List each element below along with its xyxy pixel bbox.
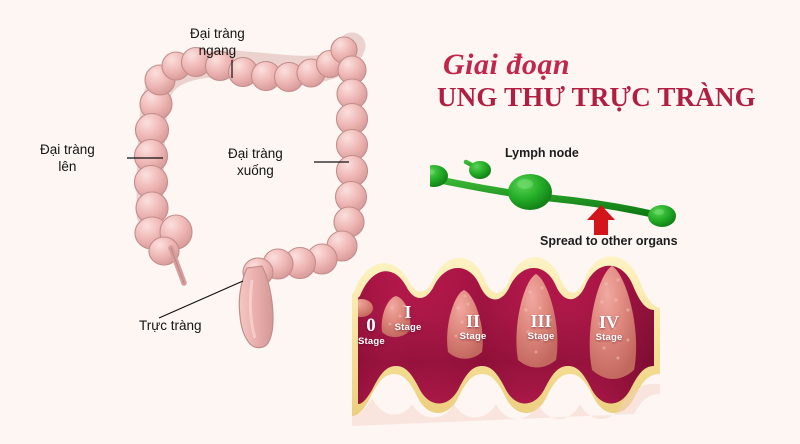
stage-word-1: Stage [394, 322, 422, 333]
tumor-stage-4 [589, 266, 637, 379]
tumor-group [358, 266, 637, 379]
stage-word-3: Stage [527, 331, 555, 342]
stage-roman-4: IV [598, 312, 619, 332]
title-script-line: Giai đoạn [443, 48, 571, 81]
cecum-appendix [134, 214, 193, 286]
page-title: UNG THƯ TRỰC TRÀNG [437, 82, 756, 112]
lymph-node-label: Lymph node [505, 146, 579, 160]
label-transverse-colon-line1: Đại tràng [190, 26, 245, 41]
label-ascending-colon-line2: lên [58, 158, 77, 174]
stage-label-0: 0 Stage [358, 315, 385, 347]
lymph-node-3 [508, 174, 552, 210]
spread-arrow-icon [587, 205, 615, 235]
tumor-stage-0 [358, 299, 373, 317]
label-ascending-colon-line1: Đại tràng [40, 142, 95, 157]
colon-body [133, 32, 369, 349]
stage-roman-2: II [465, 311, 480, 331]
bowel-wall-cross-section [352, 256, 660, 426]
spread-to-other-organs-label: Spread to other organs [540, 234, 678, 248]
label-ascending-colon: Đại tràng lên [40, 142, 95, 176]
stage-label-3: III Stage [521, 312, 561, 342]
stage-word-2: Stage [459, 331, 487, 342]
sigmoid-colon [242, 230, 358, 287]
stage-roman-0: 0 [366, 315, 376, 336]
rectum [238, 265, 274, 349]
label-rectum-line1: Trực tràng [139, 318, 202, 333]
splenic-flexure [330, 36, 367, 85]
stage-label-4: IV Stage [590, 313, 628, 343]
stage-label-1: I Stage [392, 303, 424, 333]
lymph-node-diagram [430, 159, 676, 227]
colon-leader-lines [127, 60, 349, 319]
stage-word-0: Stage [358, 336, 385, 347]
lymph-node-4 [648, 205, 676, 227]
lymph-node-2 [469, 161, 491, 179]
label-descending-colon-line2: xuống [236, 162, 274, 178]
lymph-node-1 [430, 165, 448, 187]
label-transverse-colon-line2: ngang [198, 42, 237, 58]
tumor-stage-3 [516, 274, 558, 368]
colon-illustration [133, 32, 369, 349]
label-descending-colon: Đại tràng xuống [228, 146, 283, 180]
leader-line-rectum [158, 280, 244, 319]
stage-word-4: Stage [595, 332, 623, 343]
label-rectum: Trực tràng [139, 318, 202, 335]
stage-label-2: II Stage [455, 312, 491, 342]
stage-roman-1: I [404, 302, 412, 322]
ascending-colon [133, 87, 173, 225]
stage-roman-3: III [530, 311, 552, 331]
label-transverse-colon: Đại tràng ngang [190, 26, 245, 60]
label-descending-colon-line1: Đại tràng [228, 146, 283, 161]
descending-colon [333, 78, 369, 238]
transverse-colon [180, 46, 345, 93]
tumor-stage-2 [447, 290, 483, 359]
